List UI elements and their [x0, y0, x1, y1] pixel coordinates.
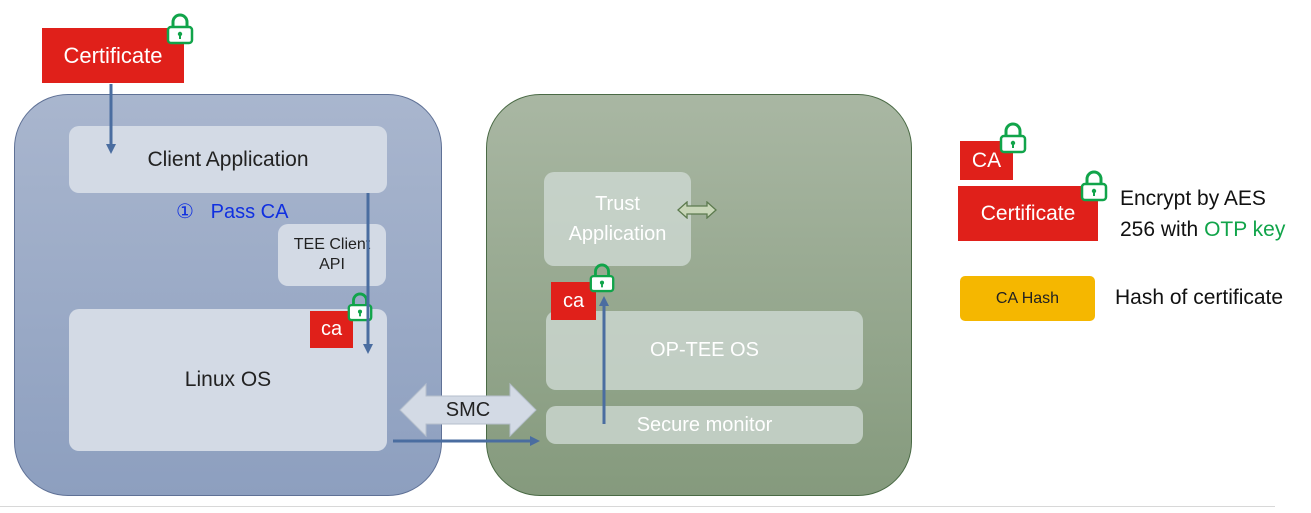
secure-monitor-box: Secure monitor — [546, 406, 863, 444]
linux-os-label: Linux OS — [184, 368, 272, 391]
smc-arrow — [398, 382, 538, 443]
certificate-box: Certificate — [42, 28, 184, 83]
pass-ca-label: ① Pass CA — [176, 199, 288, 224]
divider — [0, 506, 1275, 507]
ca-hash-box: CA Hash — [960, 276, 1095, 321]
optee-ca-tag-label: ca — [562, 289, 585, 312]
lock-icon — [998, 121, 1028, 155]
otp-key-label: OTP key — [1204, 218, 1286, 241]
legend-certificate-tag: Certificate — [958, 186, 1098, 241]
lock-icon — [165, 12, 195, 46]
certificate-label: Certificate — [63, 42, 163, 68]
tee-client-api-line1: TEE Client — [293, 236, 371, 253]
trust-app-line2: Application — [568, 223, 667, 245]
encrypt-description: Encrypt by AES 256 with OTP key — [1120, 183, 1285, 245]
client-application-box: Client Application — [69, 126, 387, 193]
lock-icon — [588, 262, 616, 294]
optee-os-label: OP-TEE OS — [650, 339, 759, 361]
optee-os-box: OP-TEE OS — [546, 311, 863, 390]
smc-text: SMC — [445, 398, 491, 421]
hash-description: Hash of certificate — [1115, 286, 1283, 310]
ca-hash-label: CA Hash — [995, 289, 1060, 307]
tee-client-api-line2: API — [319, 256, 345, 273]
legend-certificate-label: Certificate — [980, 201, 1076, 225]
client-application-label: Client Application — [147, 147, 309, 171]
encrypt-line2-prefix: 256 with — [1120, 218, 1205, 241]
linux-ca-tag: ca — [310, 311, 353, 348]
smc-label: SMC — [430, 396, 506, 424]
optee-ca-tag: ca — [551, 282, 596, 320]
pass-ca-text: Pass CA — [210, 201, 289, 223]
encrypt-line2: 256 with OTP key — [1120, 214, 1285, 245]
secure-monitor-label: Secure monitor — [636, 413, 773, 436]
trust-application-box: Trust Application — [544, 172, 691, 266]
legend-ca-label: CA — [971, 148, 1002, 172]
lock-icon — [346, 291, 374, 323]
linux-ca-tag-label: ca — [320, 318, 343, 340]
hash-desc-text: Hash of certificate — [1115, 286, 1284, 309]
pass-ca-number: ① — [176, 201, 194, 223]
encrypt-line1: Encrypt by AES — [1120, 187, 1266, 210]
lock-icon — [1079, 169, 1109, 203]
double-arrow-icon — [677, 200, 717, 224]
trust-app-line1: Trust — [595, 193, 640, 215]
